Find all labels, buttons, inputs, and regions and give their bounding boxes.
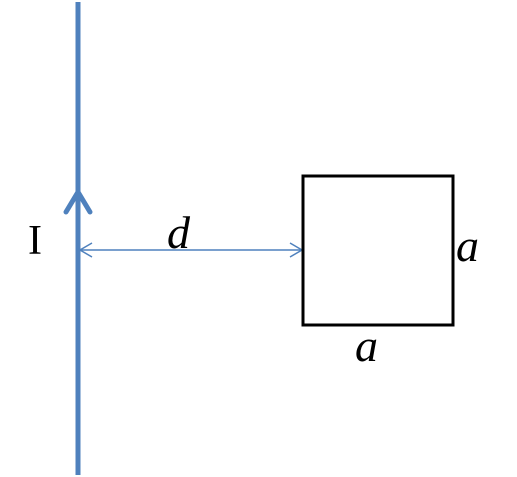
side-length-label-bottom: a: [355, 320, 378, 371]
side-length-label-right: a: [456, 220, 479, 271]
distance-arrowhead-left-icon: [78, 242, 93, 258]
current-direction-arrow-icon: [63, 189, 93, 215]
distance-dimension-arrow: [78, 242, 304, 258]
current-label: I: [28, 218, 42, 264]
square-loop: [301, 174, 455, 327]
distance-label: d: [167, 207, 191, 258]
